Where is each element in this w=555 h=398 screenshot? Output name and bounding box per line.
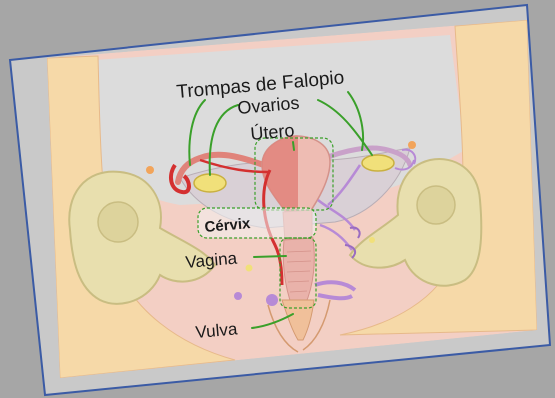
left-vulva-gland xyxy=(266,294,278,306)
label-vulva: Vulva xyxy=(195,319,239,342)
utero-pointer xyxy=(293,142,294,150)
label-utero: Útero xyxy=(250,119,296,144)
right-ovary xyxy=(362,155,394,171)
right-gland-dot xyxy=(369,237,375,243)
right-hip-joint xyxy=(417,186,455,224)
vagina-pointer xyxy=(254,256,286,257)
left-ovary xyxy=(194,174,226,192)
left-gland-dot xyxy=(246,265,253,272)
left-hip-joint xyxy=(98,202,138,242)
left-orange-dot xyxy=(146,166,154,174)
left-vulva-gland-small xyxy=(234,292,242,300)
anatomy-illustration: Trompas de Falopio Ovarios Útero Cérvix … xyxy=(47,20,537,378)
right-orange-dot xyxy=(408,141,416,149)
